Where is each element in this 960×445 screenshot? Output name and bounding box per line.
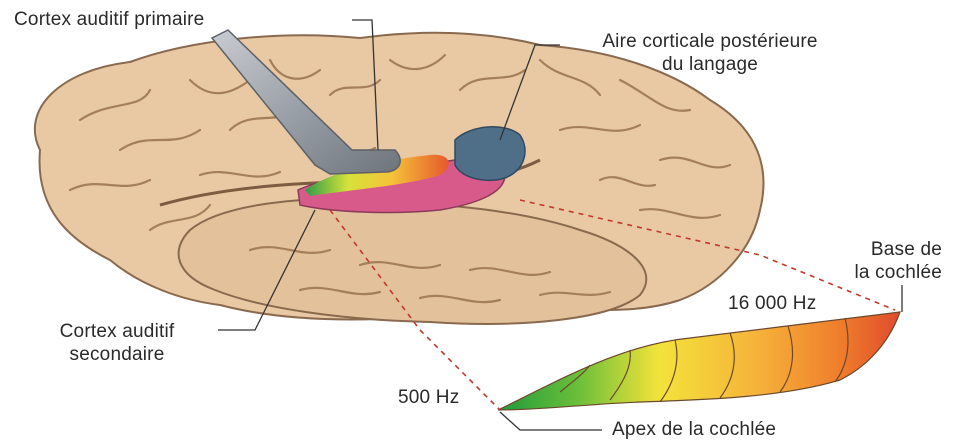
label-posterior-language-area: Aire corticale postérieure du langage [560,30,860,76]
label-line: la cochlée [742,261,942,284]
label-secondary-auditory-cortex: Cortex auditif secondaire [12,320,222,366]
label-primary-auditory-cortex: Cortex auditif primaire [14,8,204,31]
leader-apex [500,412,602,430]
label-line: secondaire [12,343,222,366]
label-line: Aire corticale postérieure [560,30,860,53]
label-line: Base de [742,238,942,261]
label-freq-low: 500 Hz [398,386,459,409]
label-cochlea-base: Base de la cochlée [742,238,942,284]
label-line: du langage [560,53,860,76]
cochlea-shape [498,312,900,410]
cochlea-tonotopic [498,312,900,410]
label-freq-high: 16 000 Hz [728,292,816,315]
label-cochlea-apex: Apex de la cochlée [612,418,776,441]
label-line: Cortex auditif [12,320,222,343]
posterior-language-area [455,127,525,181]
